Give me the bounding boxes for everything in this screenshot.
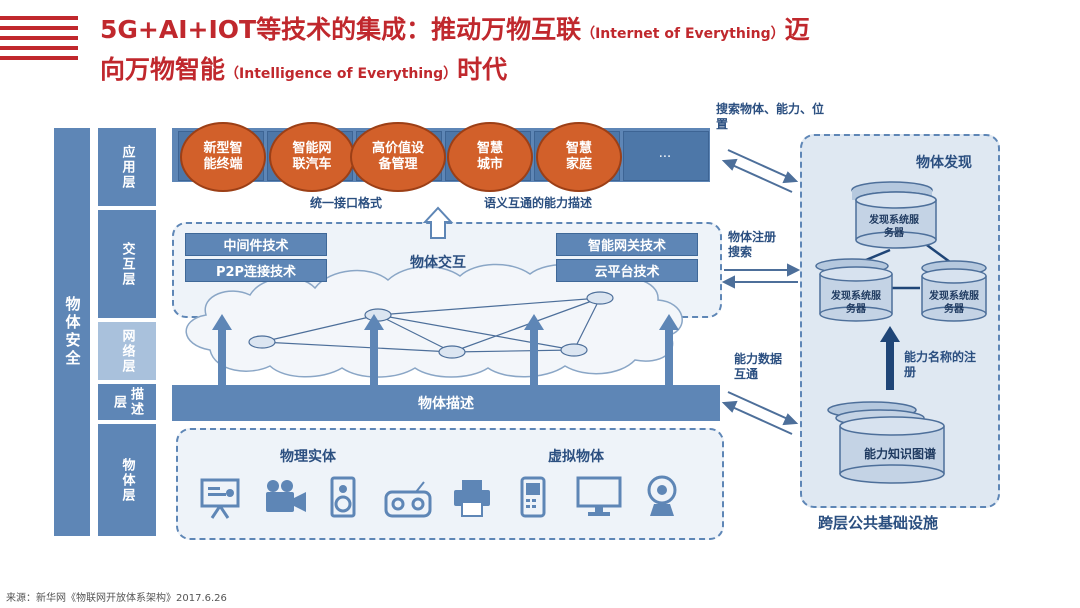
speaker-icon (330, 476, 356, 518)
server-stack-left (815, 258, 893, 322)
object-icons (200, 475, 677, 519)
interaction-title: 物体交互 (410, 255, 466, 271)
radio-icon (384, 481, 432, 518)
app-smart-terminal: 新型智能终端 (180, 122, 266, 192)
title-part2: （Internet of Everything） (581, 26, 785, 42)
title-part3: 迈 (784, 15, 810, 44)
knowledge-graph-stack (827, 401, 945, 484)
title-part1: 5G+AI+IOT等技术的集成：推动万物互联 (100, 15, 582, 44)
discovery-graph (815, 181, 987, 484)
app-more: ... (658, 146, 672, 161)
presentation-board-icon (200, 478, 240, 519)
capability-name-register-label: 能力名称的注册 (904, 350, 977, 379)
tech-smart-gateway: 智能网关技术 (556, 233, 698, 256)
description-bar: 物体描述 (172, 385, 720, 421)
unified-interface-label: 统一接口格式 (310, 196, 383, 210)
tech-middleware: 中间件技术 (185, 233, 327, 256)
virtual-object-label: 虚拟物体 (548, 449, 604, 465)
logo-stripes (0, 16, 78, 62)
up-arrow-icon (422, 206, 454, 239)
vertical-arrows (212, 314, 679, 386)
server-stack-top (851, 181, 937, 249)
title-part6: 时代 (457, 55, 508, 84)
layer-application: 应用层 (98, 128, 156, 206)
app-smart-city: 智慧城市 (447, 122, 533, 192)
app-slot (623, 131, 709, 181)
physical-entity-label: 物理实体 (280, 449, 336, 465)
app-connected-car: 智能网联汽车 (269, 122, 355, 192)
knowledge-graph-label: 能力知识图谱 (863, 447, 936, 461)
page-title: 5G+AI+IOT等技术的集成：推动万物互联（Internet of Every… (100, 12, 1060, 92)
source-note: 来源：新华网《物联网开放体系架构》2017.6.26 (6, 593, 227, 604)
app-smart-home: 智慧家庭 (536, 122, 622, 192)
layer-object: 物体层 (98, 424, 156, 536)
app-device-management: 高价值设备管理 (350, 122, 446, 192)
exchange-arrows (721, 149, 801, 435)
tech-p2p: P2P连接技术 (185, 259, 327, 282)
semantic-capability-label: 语义互通的能力描述 (484, 196, 593, 210)
network-diagram (185, 206, 683, 386)
discovery-title: 物体发现 (916, 155, 972, 171)
register-search-label: 物体注册搜索 (728, 230, 777, 259)
monitor-icon (576, 476, 622, 516)
server-label-top: 发现系统服务器 (869, 215, 919, 239)
tech-cloud-platform: 云平台技术 (556, 259, 698, 282)
server-label-left: 发现系统服务器 (831, 291, 881, 315)
video-camera-icon (266, 480, 306, 512)
layer-network: 网络层 (98, 322, 156, 380)
security-bar: 物体安全 (54, 128, 90, 536)
object-region (176, 428, 724, 540)
infrastructure-footer: 跨层公共基础设施 (818, 514, 939, 532)
security-label: 物体安全 (63, 296, 82, 368)
layer-interaction: 交互层 (98, 210, 156, 318)
server-stack-right (921, 260, 987, 322)
mobile-phone-icon (520, 476, 546, 518)
capability-data-label: 能力数据互通 (734, 352, 783, 381)
title-part4: 向万物智能 (100, 55, 226, 84)
server-label-right: 发现系统服务器 (929, 291, 979, 315)
search-label: 搜索物体、能力、位置 (716, 102, 825, 131)
webcam-icon (647, 475, 677, 516)
title-part5: （Intelligence of Everything） (225, 66, 458, 82)
layer-description: 描述层 (98, 384, 156, 420)
printer-icon (454, 480, 490, 517)
